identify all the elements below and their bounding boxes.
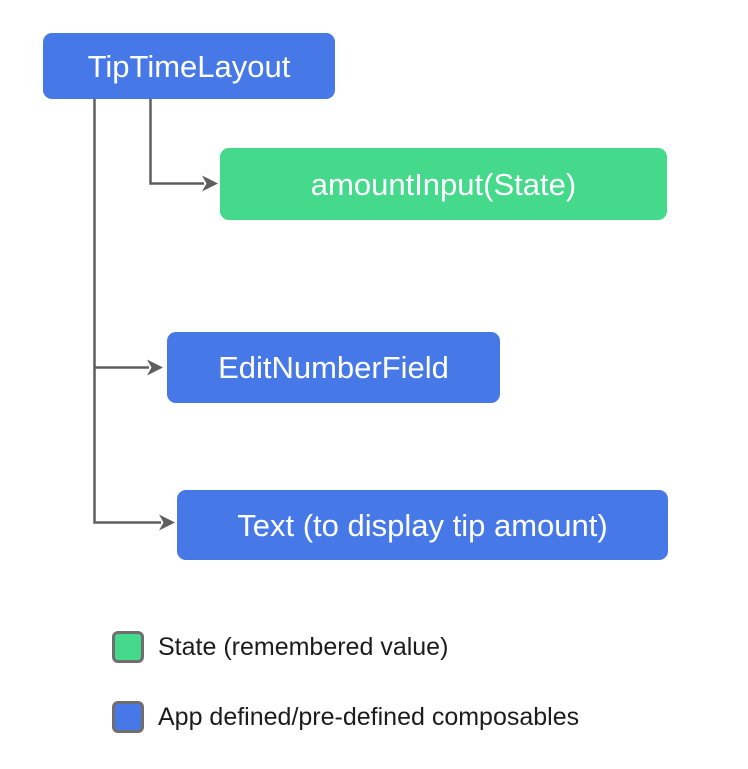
legend-label-composables: App defined/pre-defined composables [158, 702, 580, 731]
legend-item-composables: App defined/pre-defined composables [112, 701, 579, 733]
arrowhead-to-amountinput-icon [202, 175, 218, 192]
node-amountinput-state: amountInput(State) [220, 148, 667, 220]
node-tiptimelayout: TipTimeLayout [43, 33, 335, 99]
state-swatch-icon [112, 631, 144, 663]
composable-swatch-icon [112, 701, 144, 733]
legend-item-state: State (remembered value) [112, 631, 448, 663]
legend-label-state: State (remembered value) [158, 632, 449, 661]
node-text-display-tip-amount: Text (to display tip amount) [177, 490, 668, 560]
arrowhead-to-editnumberfield-icon [147, 359, 163, 376]
connector-to-text [93, 99, 161, 524]
connector-to-amountinput [149, 99, 204, 185]
arrowhead-to-text-icon [159, 514, 175, 531]
node-editnumberfield: EditNumberField [167, 332, 500, 403]
